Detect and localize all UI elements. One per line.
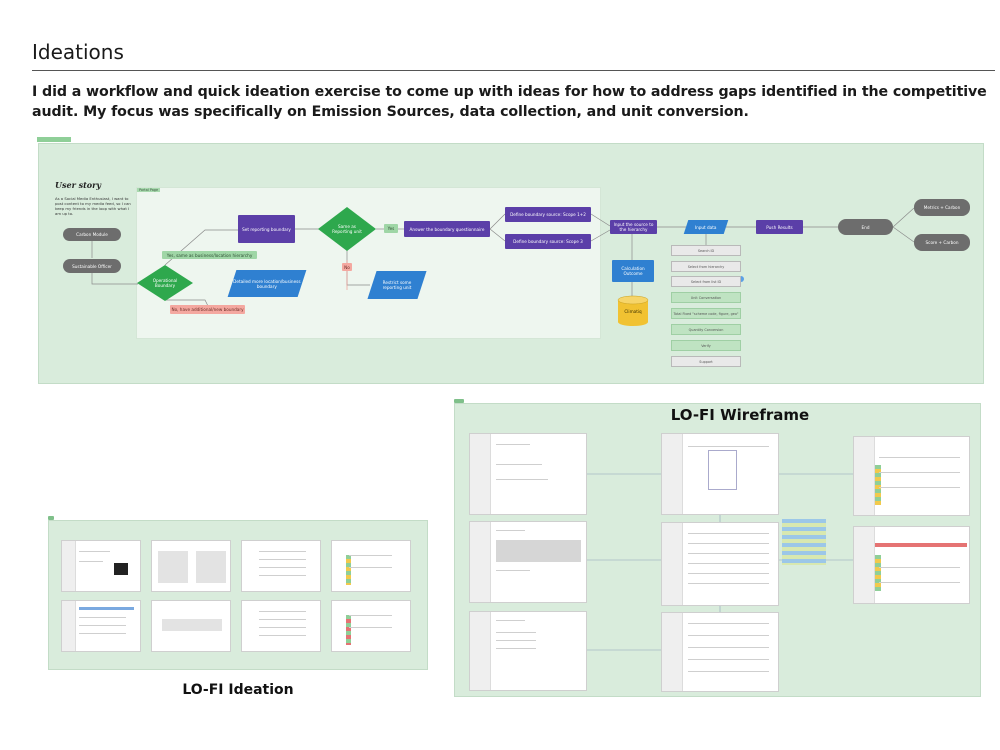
- ideation-board-tag: [48, 516, 54, 520]
- operational-boundary-label: Operational Boundary: [152, 278, 178, 288]
- wireframe-title: LO-FI Wireframe: [670, 406, 810, 424]
- no-label: No: [342, 263, 352, 271]
- option-item: Quantity Conversion: [671, 324, 741, 335]
- metrics-carbon-node: Metrics + Carbon: [914, 199, 970, 216]
- set-reporting-boundary-node: Set reporting boundary: [238, 215, 295, 243]
- wireframe-screen: [469, 521, 587, 603]
- ideation-sketch: [241, 600, 321, 652]
- canvas-label: Portal Page: [137, 188, 161, 192]
- wireframe-screen: [661, 612, 779, 692]
- same-as-reporting-diamond: [318, 207, 376, 251]
- ideation-sketch: [151, 600, 231, 652]
- calculation-outcome-node: Calculation Outcome: [612, 260, 654, 282]
- no-additional-label: No, have additional/new boundary: [170, 305, 245, 314]
- climatiq-cylinder: [617, 295, 649, 326]
- wireframe-board-tag: [454, 399, 464, 403]
- ideation-title: LO-FI Ideation: [182, 682, 294, 698]
- ideation-sketch: [61, 540, 141, 592]
- option-item: Unit Conversation: [671, 292, 741, 303]
- wireframe-screen: [661, 433, 779, 515]
- option-item: Verify: [671, 340, 741, 351]
- ideation-sketch: [331, 600, 411, 652]
- end-node: End: [838, 219, 893, 235]
- title-divider: [32, 70, 995, 71]
- option-item: Select from list ID: [671, 276, 741, 287]
- operational-boundary-diamond: [137, 265, 193, 301]
- option-item: Support: [671, 356, 741, 367]
- answer-questionnaire-node: Answer the boundary questionnaire: [404, 221, 490, 237]
- board-tag: [37, 137, 71, 142]
- intro-paragraph: I did a workflow and quick ideation exer…: [32, 84, 987, 120]
- define-scope3-node: Define boundary source: Scope 3: [505, 234, 591, 249]
- climatiq-label: Climatiq: [624, 308, 642, 314]
- ideation-sketch: [61, 600, 141, 652]
- sustainable-officer-node: Sustainable Officer: [63, 259, 121, 273]
- yes-label: Yes: [384, 224, 398, 233]
- ideation-sketch: [331, 540, 411, 592]
- input-source-node: Input the source to the hierarchy: [610, 220, 657, 234]
- user-story-title: User story: [55, 180, 101, 190]
- carbon-module-node: Carbon Module: [63, 228, 121, 241]
- push-results-node: Push Results: [756, 220, 803, 234]
- score-carbon-node: Score + Carbon: [914, 234, 970, 251]
- wireframe-screen: [661, 522, 779, 606]
- wireframe-screen: [469, 433, 587, 515]
- yes-same-label: Yes, same as business/location hierarchy: [162, 251, 257, 259]
- ideation-sketch: [151, 540, 231, 592]
- ideation-sketch: [241, 540, 321, 592]
- option-item: Select from hierarchy: [671, 261, 741, 272]
- wireframe-screen: [853, 526, 970, 604]
- same-as-reporting-label: Same as Reporting unit: [332, 224, 362, 234]
- page-title: Ideations: [32, 40, 124, 64]
- define-scope12-node: Define boundary source: Scope 1+2: [505, 207, 591, 222]
- wireframe-screen: [853, 436, 970, 516]
- option-item: Search ID: [671, 245, 741, 256]
- wireframe-sticky-notes: [782, 519, 826, 565]
- user-story-text: As a Social Media Enthusiast, I want to …: [55, 196, 131, 216]
- option-item: Total Fixed "scheme code, figure, geo": [671, 308, 741, 319]
- wireframe-screen: [469, 611, 587, 691]
